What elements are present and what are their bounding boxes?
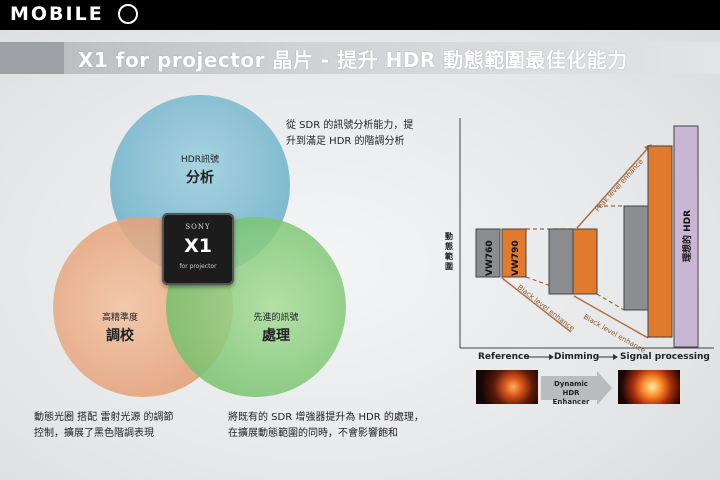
bar-vw760 (475, 228, 501, 278)
bar-label-ideal: 理想的 HDR (681, 210, 693, 262)
x-label-arrow-2 (613, 354, 618, 360)
guide-bottom-2 (596, 293, 625, 311)
venn-right-small: 先進的訊號 (253, 313, 299, 323)
note-bottom-left-line2: 控制，擴展了黑色階調表現 (34, 428, 154, 439)
note-bottom-right: 將既有的 SDR 增強器提升為 HDR 的處理， 在擴展動態範圍的同時，不會影響… (228, 410, 424, 442)
venn-label-left: 高精準度 調校 (80, 310, 160, 345)
note-bottom-left-line1: 動態光圈 搭配 雷射光源 的調節 (34, 412, 174, 423)
bar-dimming-gray (548, 228, 574, 295)
note-bottom-left: 動態光圈 搭配 雷射光源 的調節 控制，擴展了黑色階調表現 (34, 410, 174, 442)
note-top-right: 從 SDR 的訊號分析能力，提 升到滿足 HDR 的階調分析 (286, 118, 413, 150)
enhancer-label: Dynamic HDR Enhancer (545, 380, 597, 407)
venn-left-big: 調校 (106, 328, 134, 344)
enhancer-label-line2: Enhancer (552, 398, 590, 406)
venn-right-big: 處理 (262, 328, 290, 344)
x-label-signal-processing: Signal processing (620, 352, 710, 362)
title-band (0, 42, 720, 74)
brand-logo-icon (118, 4, 138, 24)
enhancer-arrow (541, 371, 612, 405)
reference-thumbnail (476, 370, 538, 404)
top-bar: MOBILE (0, 0, 720, 30)
venn-label-top: HDR訊號 分析 (160, 152, 240, 187)
x-label-arrow-1 (549, 354, 554, 360)
venn-left-small: 高精準度 (101, 313, 138, 323)
note-bottom-right-line1: 將既有的 SDR 增強器提升為 HDR 的處理， (228, 412, 424, 423)
venn-label-right: 先進的訊號 處理 (236, 310, 316, 345)
bar-ideal-hdr (673, 125, 699, 348)
note-top-right-line2: 升到滿足 HDR 的階調分析 (286, 136, 405, 147)
chip-logo: X1 (184, 235, 212, 257)
enhancer-label-line1: Dynamic HDR (554, 380, 588, 397)
annotation-peak: Peak level enhance (594, 158, 645, 214)
bar-signal-orange (647, 145, 673, 338)
venn-top-small: HDR訊號 (181, 155, 219, 165)
black-arrow-2 (573, 295, 649, 339)
bar-label-vw760: VW760 (485, 240, 495, 276)
bar-label-vw790: VW790 (511, 240, 521, 276)
slide-title: X1 for projector 晶片 - 提升 HDR 動態範圍最佳化能力 (78, 48, 628, 72)
bar-vw790 (501, 228, 527, 278)
chip-subtitle: for projector (179, 263, 217, 270)
chip-brand: SONY (185, 223, 211, 231)
x-label-dimming: Dimming (554, 352, 600, 362)
venn-top-big: 分析 (186, 170, 214, 186)
bar-signal-gray (623, 205, 649, 311)
title-accent (0, 42, 64, 74)
sony-x1-chip: SONY X1 for projector (162, 213, 234, 285)
bar-dimming-orange (572, 228, 598, 295)
enhanced-thumbnail (618, 370, 680, 404)
brand-logo-text: MOBILE (10, 3, 104, 25)
x-label-reference: Reference (478, 352, 530, 362)
black-arrow-1 (501, 277, 572, 333)
note-bottom-right-line2: 在擴展動態範圍的同時，不會影響飽和 (228, 428, 398, 439)
y-axis-label: 動態範圍 (445, 232, 453, 271)
note-top-right-line1: 從 SDR 的訊號分析能力，提 (286, 120, 414, 131)
peak-arrow (576, 147, 649, 229)
